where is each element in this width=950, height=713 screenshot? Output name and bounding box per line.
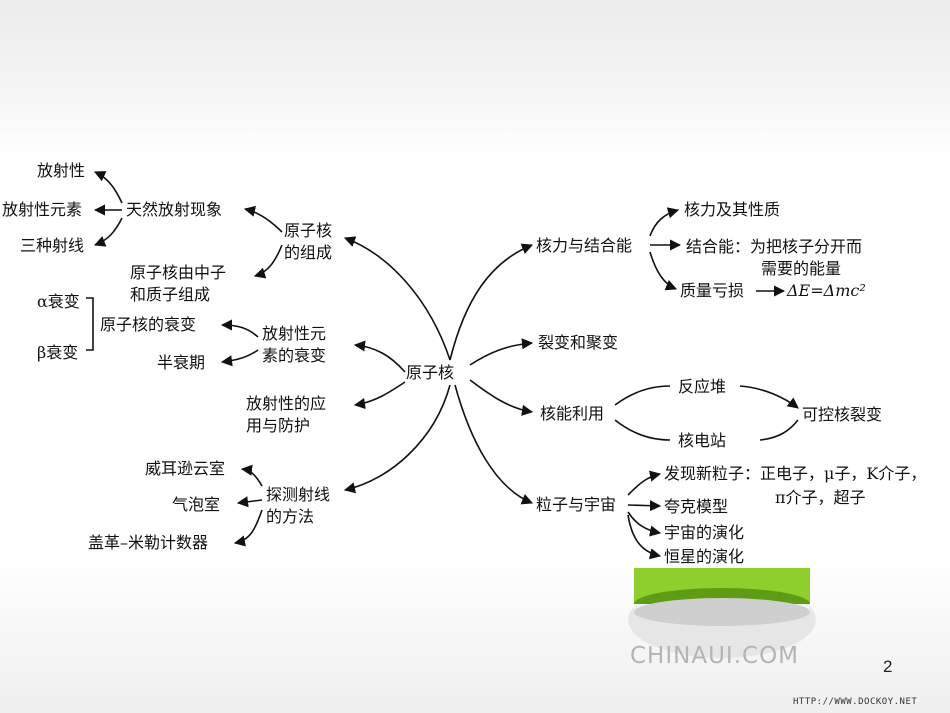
node-neutrons-protons: 原子核由中子 和质子组成 <box>130 262 226 306</box>
link-composition-to-natural <box>243 205 283 233</box>
node-radioactive-element: 放射性元素 <box>2 200 83 219</box>
node-beta-decay: β衰变 <box>37 343 79 362</box>
node-mass-defect: 质量亏损 <box>680 281 745 300</box>
node-bubble-chamber: 气泡室 <box>172 495 221 514</box>
link-particles-to-quark <box>627 500 662 512</box>
link-plant-to-controlled <box>759 419 799 441</box>
node-universe-evolution: 宇宙的演化 <box>664 523 745 542</box>
link-center-to-composition <box>343 236 451 361</box>
node-alpha-decay: α衰变 <box>37 292 80 311</box>
link-center-to-fission <box>469 338 534 366</box>
node-half-life: 半衰期 <box>157 353 206 372</box>
node-quark-model: 夸克模型 <box>664 497 729 516</box>
link-detection-to-cloud <box>240 464 263 487</box>
link-decay-to-nucleus-decay <box>220 319 259 338</box>
link-center-to-decay <box>353 340 406 373</box>
node-geiger-counter: 盖革–米勒计数器 <box>88 533 209 552</box>
node-cloud-chamber: 威耳逊云室 <box>145 459 226 478</box>
link-particles-to-discovery <box>627 470 662 496</box>
node-star-evolution: 恒星的演化 <box>664 547 745 566</box>
link-detection-to-geiger <box>233 509 263 547</box>
node-nucleus-decay: 原子核的衰变 <box>100 315 197 334</box>
node-new-particles: 发现新粒子：正电子，μ子，K介子， <box>664 464 927 483</box>
node-radioactivity: 放射性 <box>37 161 86 180</box>
node-element-decay: 放射性元 素的衰变 <box>262 323 326 367</box>
node-particles-universe: 粒子与宇宙 <box>536 495 617 514</box>
node-detection-line2: 的方法 <box>266 507 315 526</box>
link-composition-to-nucleons <box>253 244 283 279</box>
chinaui-logo: CHINAUI.COM <box>630 643 800 669</box>
node-application-protection: 放射性的应 用与防护 <box>246 393 326 437</box>
node-natural-radioactivity: 天然放射现象 <box>126 200 223 219</box>
node-detection-line1: 探测射线 <box>266 485 331 504</box>
node-detection-methods: 探测射线 的方法 <box>266 484 330 528</box>
page-number: 2 <box>883 657 893 676</box>
cylinder-decoration <box>628 568 816 658</box>
node-nucleus-composition-line2: 的组成 <box>284 243 333 262</box>
link-binding-to-mass <box>649 251 678 291</box>
node-three-rays: 三种射线 <box>20 236 85 255</box>
node-nucleus-composition-line1: 原子核 <box>284 221 333 240</box>
node-binding-energy: 结合能：为把核子分开而 需要的能量 <box>686 236 862 280</box>
link-center-to-particles <box>454 384 534 505</box>
link-utilization-to-plant <box>614 419 671 441</box>
node-nucleus-composition: 原子核 的组成 <box>284 220 332 264</box>
link-utilization-to-reactor <box>614 385 671 406</box>
node-binding-energy-line2: 需要的能量 <box>761 259 842 278</box>
node-nuclear-force: 核力及其性质 <box>684 200 781 219</box>
node-new-particles-cont: π介子，超子 <box>775 488 866 507</box>
link-particles-to-stars <box>627 514 662 560</box>
link-detection-to-bubble <box>236 496 263 508</box>
link-decay-to-halflife <box>220 349 259 367</box>
node-application-line2: 用与防护 <box>246 416 311 435</box>
center-node: 原子核 <box>406 363 455 382</box>
node-nuclear-utilization: 核能利用 <box>540 404 605 423</box>
link-center-to-utilization <box>469 379 534 416</box>
link-center-to-binding <box>449 243 534 361</box>
bracket-alpha-beta <box>86 297 94 351</box>
node-reactor: 反应堆 <box>678 377 727 396</box>
node-fission-fusion: 裂变和聚变 <box>538 333 619 352</box>
node-element-decay-line1: 放射性元 <box>262 324 327 343</box>
node-element-decay-line2: 素的衰变 <box>262 346 327 365</box>
link-reactor-to-controlled <box>739 385 799 409</box>
node-controlled-fission: 可控核裂变 <box>802 405 883 424</box>
node-neutrons-protons-line1: 原子核由中子 <box>130 263 227 282</box>
node-mass-energy-formula: ΔE=Δmc² <box>787 281 866 300</box>
link-natural-to-radioactivity <box>93 171 123 204</box>
node-binding-energy-group: 核力与结合能 <box>536 236 633 255</box>
node-power-plant: 核电站 <box>678 431 727 450</box>
footer-url: HTTP://WWW.DOCKOY.NET <box>793 697 918 707</box>
link-center-to-detection <box>343 384 451 494</box>
link-natural-to-rays <box>93 217 123 247</box>
link-particles-to-universe <box>627 511 662 537</box>
link-center-to-application <box>353 381 406 410</box>
node-neutrons-protons-line2: 和质子组成 <box>130 285 211 304</box>
link-binding-to-force <box>649 207 680 237</box>
node-application-line1: 放射性的应 <box>246 394 327 413</box>
node-binding-energy-line1: 结合能：为把核子分开而 <box>686 237 863 256</box>
